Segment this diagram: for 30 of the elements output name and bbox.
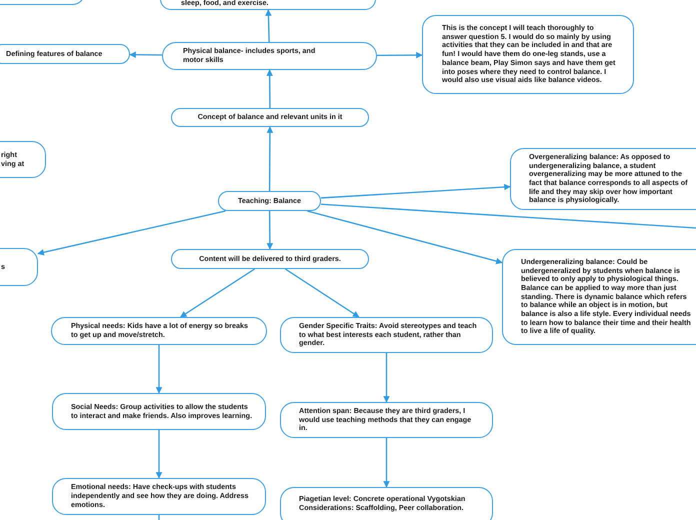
rounded-box xyxy=(422,15,634,94)
rounded-box xyxy=(0,44,130,64)
arrow xyxy=(307,210,503,264)
arrow xyxy=(37,210,226,256)
rounded-box xyxy=(510,148,696,210)
rounded-box xyxy=(52,478,266,515)
connector-line xyxy=(320,204,696,229)
rounded-box xyxy=(502,249,696,345)
rounded-box xyxy=(218,191,321,211)
rounded-box xyxy=(280,402,493,438)
arrow xyxy=(320,184,511,199)
arrow xyxy=(377,52,423,58)
rounded-box xyxy=(51,317,267,345)
rounded-box xyxy=(52,393,266,430)
arrow xyxy=(266,126,274,191)
arrow xyxy=(266,69,273,108)
rounded-box xyxy=(171,249,369,269)
arrow xyxy=(156,430,162,479)
arrow xyxy=(265,9,272,42)
arrow xyxy=(266,211,274,250)
rounded-box xyxy=(280,317,493,353)
rounded-box xyxy=(162,42,377,70)
arrow xyxy=(129,51,162,58)
arrow xyxy=(284,268,360,318)
rounded-box xyxy=(171,108,369,127)
arrow xyxy=(156,345,162,394)
arrow xyxy=(383,438,390,488)
arrow xyxy=(180,268,255,318)
rounded-box xyxy=(280,487,493,520)
arrow xyxy=(383,353,390,403)
